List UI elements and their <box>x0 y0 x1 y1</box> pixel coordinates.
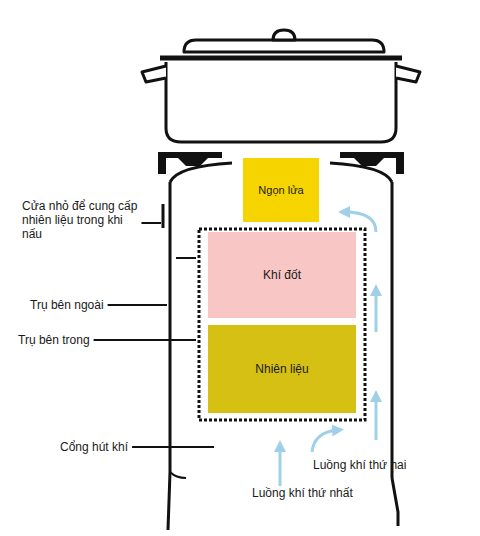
airflow-arrow <box>344 212 376 232</box>
support-right <box>340 152 404 174</box>
leader-line <box>176 257 196 259</box>
pot-rim <box>160 56 402 61</box>
part-label: Trụ bên trong <box>18 333 90 347</box>
node-label: Nhiên liệu <box>255 362 308 376</box>
flame-box: Ngọn lửa <box>243 158 319 222</box>
outer-wall-right <box>391 182 394 478</box>
pot <box>142 30 420 142</box>
airflow-second <box>312 430 338 452</box>
leg-left <box>168 472 170 530</box>
outer-top-right <box>330 163 392 182</box>
node-label: Khí đốt <box>263 268 301 282</box>
part-label: Luồng khí thứ nhất <box>252 486 353 500</box>
pot-lid <box>184 40 384 52</box>
leg-right <box>392 478 398 526</box>
intake-edge <box>170 472 186 478</box>
door-edge <box>162 204 165 228</box>
leader-line <box>94 339 196 341</box>
leader-lines <box>94 223 214 447</box>
part-label: Trụ bên ngoài <box>30 298 104 312</box>
support-left <box>158 152 222 174</box>
leader-line <box>141 222 161 224</box>
node-label: Ngọn lửa <box>258 184 303 196</box>
fuel-box: Nhiên liệu <box>208 325 356 413</box>
fuel-door <box>162 204 165 228</box>
pot-handle <box>396 66 420 82</box>
pot-handle <box>142 66 166 82</box>
part-label: Luồng khí thứ hai <box>313 458 406 472</box>
lid-knob <box>273 30 295 40</box>
part-label: Cửa nhỏ để cung cấp nhiên liệu trong khi… <box>22 199 146 241</box>
outer-wall-left <box>169 182 172 472</box>
airflow-arrow <box>375 290 378 332</box>
part-label: Cổng hút khí <box>60 440 128 454</box>
airflow-arrow <box>375 396 378 440</box>
leader-line <box>108 304 167 306</box>
pot-body <box>166 62 396 142</box>
airflow-first <box>279 446 282 486</box>
outer-top-left <box>170 163 232 182</box>
gas-box: Khí đốt <box>208 232 356 318</box>
inner-cylinder <box>199 229 365 420</box>
leader-line <box>132 446 214 448</box>
